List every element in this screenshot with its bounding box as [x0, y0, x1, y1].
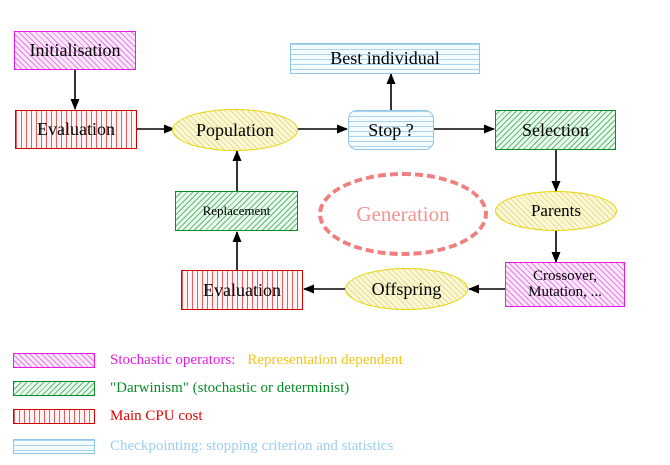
node-best-individual[interactable]: Best individual [290, 43, 480, 74]
node-selection[interactable]: Selection [495, 110, 616, 150]
legend-text-representation: Representation dependent [247, 351, 403, 368]
legend: Stochastic operators: Representation depe… [0, 336, 670, 465]
node-evaluation-top-label: Evaluation [37, 119, 115, 140]
node-best-individual-label: Best individual [330, 48, 440, 69]
node-offspring-label: Offspring [371, 278, 442, 299]
node-parents[interactable]: Parents [495, 191, 617, 231]
legend-row-cpu: Main CPU cost [0, 404, 670, 428]
node-selection-label: Selection [522, 119, 589, 140]
legend-row-stochastic: Stochastic operators: Representation depe… [0, 348, 670, 372]
node-initialisation-label: Initialisation [29, 40, 121, 61]
node-variation[interactable]: Crossover, Mutation, ... [505, 262, 625, 307]
node-evaluation-bottom-label: Evaluation [203, 279, 281, 300]
node-offspring[interactable]: Offspring [345, 268, 468, 310]
node-stop[interactable]: Stop ? [348, 110, 434, 150]
node-generation-label: Generation [356, 201, 450, 226]
node-generation: Generation [318, 172, 488, 256]
node-replacement-label: Replacement [202, 203, 271, 219]
legend-swatch-red [13, 408, 95, 424]
node-evaluation-top[interactable]: Evaluation [15, 110, 137, 149]
legend-swatch-magenta [13, 352, 95, 368]
legend-row-checkpointing: Checkpointing: stopping criterion and st… [0, 434, 670, 458]
node-evaluation-bottom[interactable]: Evaluation [181, 270, 303, 310]
legend-text-darwinism: "Darwinism" (stochastic or determinist) [110, 379, 350, 396]
legend-row-darwinism: "Darwinism" (stochastic or determinist) [0, 376, 670, 400]
legend-text-checkpointing: Checkpointing: stopping criterion and st… [110, 437, 394, 454]
legend-text-cpu: Main CPU cost [110, 407, 203, 424]
node-population[interactable]: Population [172, 109, 298, 151]
node-variation-label-line1: Crossover, [533, 267, 597, 284]
legend-text-stochastic: Stochastic operators: [110, 351, 236, 368]
node-initialisation[interactable]: Initialisation [14, 31, 136, 70]
node-parents-label: Parents [530, 201, 582, 221]
node-replacement[interactable]: Replacement [175, 191, 298, 231]
legend-label-stochastic: Stochastic operators: Representation depe… [110, 352, 403, 369]
node-variation-label-line2: Mutation, ... [528, 283, 602, 300]
legend-swatch-blue [13, 438, 95, 454]
node-stop-label: Stop ? [368, 119, 414, 140]
legend-swatch-green [13, 380, 95, 396]
node-population-label: Population [195, 119, 274, 140]
